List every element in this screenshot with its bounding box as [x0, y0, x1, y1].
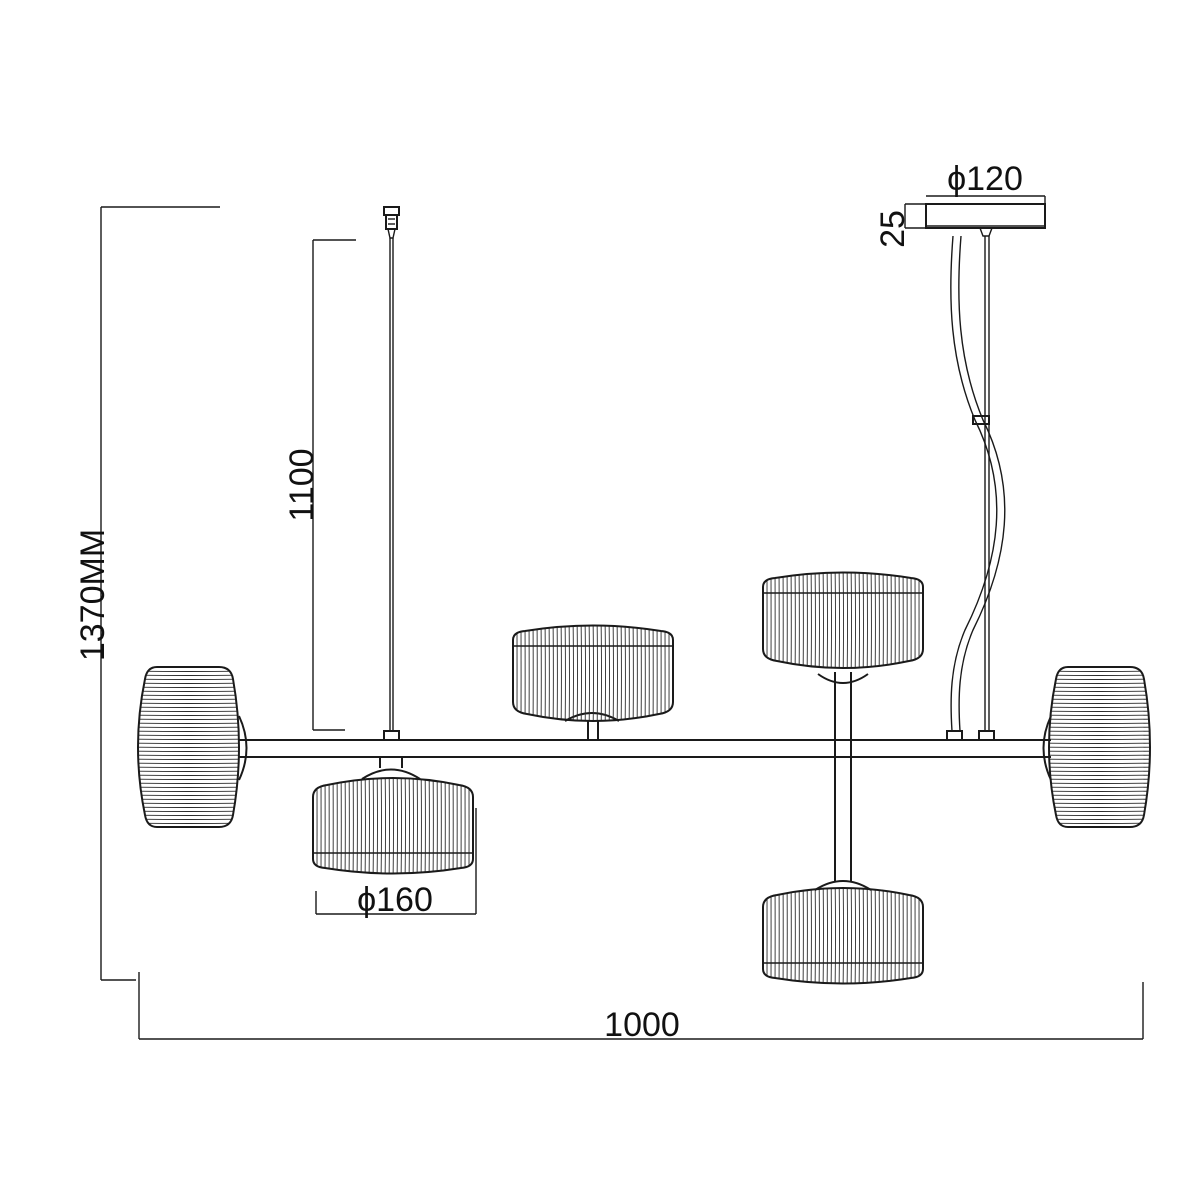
dimension-suspension-length: [312, 239, 356, 731]
right-suspension-wire: [978, 236, 995, 741]
lamp-shades: [137, 571, 1151, 985]
shade-cap-bottom-left: [361, 757, 421, 780]
dimension-shade-diameter: [315, 808, 477, 915]
shade-left-end: [137, 666, 240, 828]
dimension-overall-height: [100, 206, 220, 981]
ceiling-canopy: [925, 203, 1046, 237]
stem-top-center: [587, 721, 599, 740]
dimension-overall-width: [138, 972, 1144, 1040]
dimension-canopy: [904, 195, 1046, 229]
suspension-length-label: 1100: [283, 448, 321, 521]
shade-right-end: [1048, 666, 1151, 828]
shade-cap-right: [1042, 715, 1052, 781]
shade-bottom-left: [312, 777, 474, 875]
shade-top-right: [762, 571, 924, 669]
shade-cap-bottom-right: [814, 880, 872, 891]
vertical-bar: [834, 672, 852, 882]
left-suspension-cable: [383, 206, 400, 741]
shade-cap-left: [238, 715, 248, 781]
shade-bottom-right: [762, 887, 924, 985]
overall-height-label: 1370MM: [74, 529, 112, 661]
overall-width-label: 1000: [604, 1006, 680, 1044]
shade-diameter-label: ϕ160: [357, 881, 433, 919]
canopy-diameter-label: ϕ120: [947, 160, 1023, 198]
canopy-height-label: 25: [874, 210, 912, 248]
main-bar: [239, 739, 1051, 758]
shade-cap-top-right: [817, 673, 869, 684]
shade-top-center: [512, 624, 674, 722]
power-cord: [946, 235, 1006, 741]
